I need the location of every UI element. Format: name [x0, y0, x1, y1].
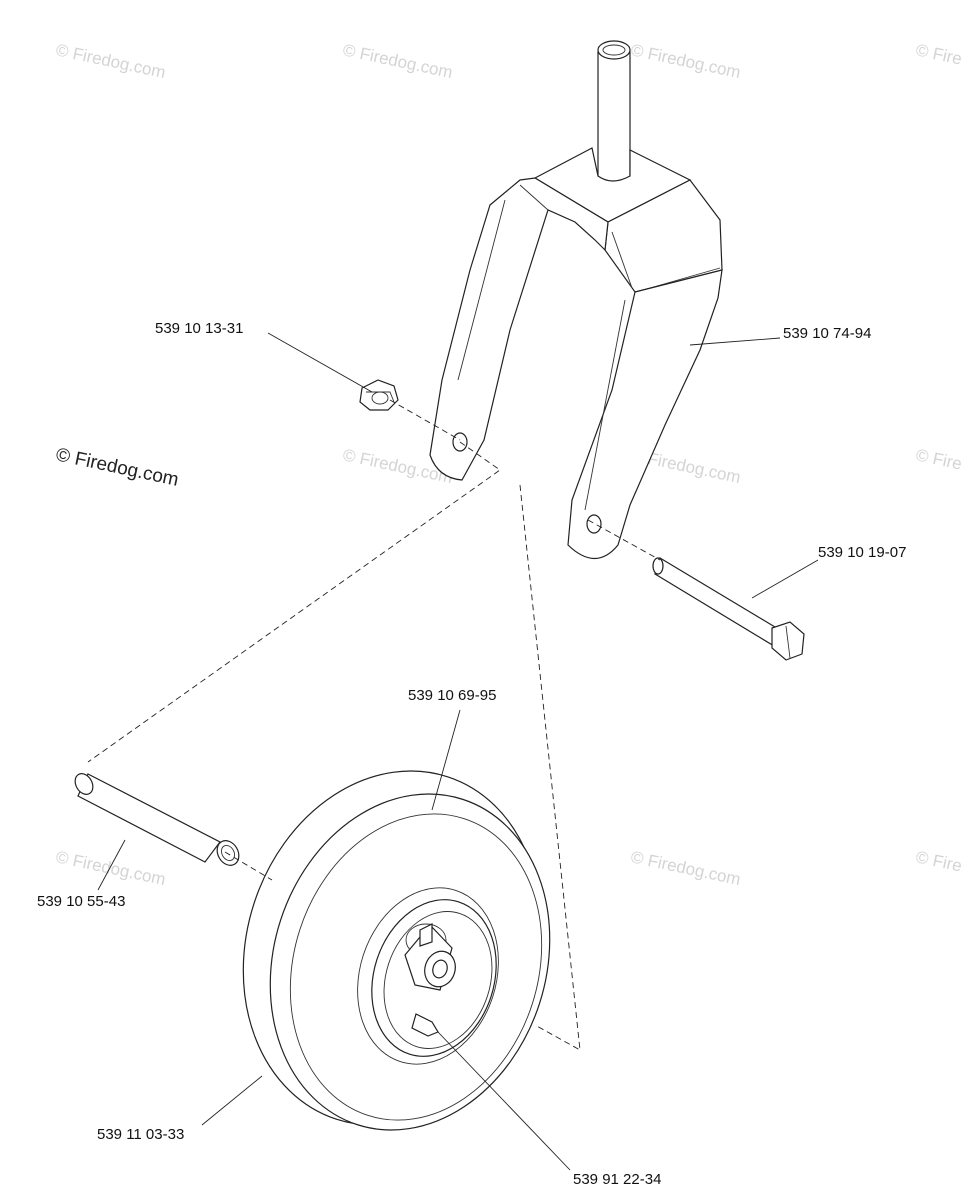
firedog-watermark: © Firedog.com	[54, 444, 181, 491]
fork-part	[429, 40, 723, 559]
label-grease-fitting: 539 91 22-34	[573, 1171, 661, 1188]
label-nut: 539 10 13-31	[155, 320, 243, 337]
watermark: © Firedog.com	[629, 847, 742, 889]
watermark: © Firedog.com	[914, 847, 961, 889]
watermark: © Firedog.com	[54, 40, 167, 82]
spacer-part	[74, 773, 240, 866]
nut-part	[359, 379, 399, 411]
label-fork: 539 10 74-94	[783, 325, 871, 342]
label-tire: 539 10 69-95	[408, 687, 496, 704]
bolt-part	[652, 557, 805, 661]
wheel-part	[242, 770, 551, 1131]
watermark: © Firedog.com	[914, 40, 961, 82]
watermark: © Firedog.com	[629, 40, 742, 82]
watermark: © Firedog.com	[341, 40, 454, 82]
label-bolt: 539 10 19-07	[818, 544, 906, 561]
label-spacer: 539 10 55-43	[37, 893, 125, 910]
watermark: © Firedog.com	[54, 847, 167, 889]
watermark: © Firedog.com	[914, 445, 961, 487]
assembly-lines	[87, 399, 661, 1051]
watermark-grid: © Firedog.com © Firedog.com © Firedog.co…	[54, 40, 961, 889]
label-wheel: 539 11 03-33	[97, 1126, 184, 1143]
leader-lines	[97, 332, 819, 1171]
